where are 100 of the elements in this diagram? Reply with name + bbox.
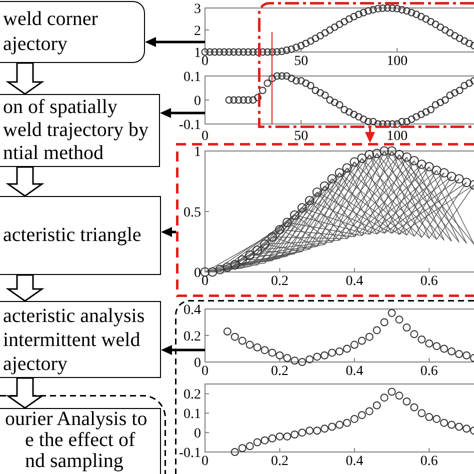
- tick-label: 50: [294, 54, 308, 69]
- point: [223, 328, 232, 336]
- point: [260, 436, 269, 444]
- point: [380, 394, 388, 402]
- point: [313, 352, 322, 361]
- point: [304, 196, 314, 206]
- point: [320, 424, 329, 433]
- point: [316, 32, 324, 40]
- point: [388, 4, 396, 12]
- point: [456, 34, 464, 42]
- point: [418, 409, 426, 418]
- point: [418, 335, 426, 344]
- point: [264, 80, 272, 87]
- point: [254, 48, 262, 56]
- point: [268, 74, 276, 82]
- point: [460, 37, 468, 45]
- point: [372, 326, 381, 334]
- tick-label: 0.2: [270, 454, 288, 469]
- point: [448, 420, 456, 429]
- scatter-plot: [204, 308, 474, 366]
- point: [288, 45, 296, 53]
- point: [215, 264, 225, 274]
- point: [297, 42, 305, 50]
- point: [328, 348, 336, 357]
- tick-label: 0.2: [270, 364, 288, 379]
- point: [455, 422, 464, 431]
- tick-label: 0.4: [346, 454, 364, 469]
- point: [422, 108, 430, 116]
- point: [216, 48, 224, 56]
- tick-label: 3: [194, 2, 201, 17]
- point: [432, 342, 441, 350]
- point: [358, 336, 366, 345]
- step-text: on of spatially weld trajectory by ntial method: [3, 96, 150, 165]
- point: [244, 48, 252, 56]
- point: [410, 403, 418, 412]
- point: [302, 80, 310, 87]
- point: [342, 418, 351, 427]
- point: [238, 336, 246, 345]
- point: [238, 255, 248, 265]
- point: [416, 160, 426, 170]
- point: [208, 267, 218, 277]
- point: [246, 340, 254, 349]
- point: [460, 82, 468, 90]
- tick-label: 0.1: [184, 70, 201, 85]
- point: [290, 210, 300, 220]
- point: [297, 203, 307, 213]
- point: [432, 414, 441, 423]
- point: [252, 246, 262, 255]
- point: [456, 86, 464, 94]
- point: [395, 316, 404, 324]
- point: [364, 150, 374, 160]
- point: [327, 174, 337, 184]
- block-arrow: [6, 166, 44, 197]
- point: [380, 146, 390, 156]
- point: [451, 32, 458, 40]
- tick-label: 0.5: [184, 206, 201, 220]
- point: [384, 120, 392, 128]
- point: [336, 420, 344, 429]
- point: [387, 146, 397, 156]
- point: [206, 48, 214, 56]
- point: [350, 414, 358, 423]
- point: [412, 113, 420, 120]
- arrow: [161, 345, 205, 355]
- point: [388, 308, 396, 317]
- point: [330, 23, 338, 31]
- point: [306, 355, 314, 364]
- tick-label: 0: [202, 274, 208, 289]
- point: [436, 98, 444, 106]
- point: [312, 86, 320, 94]
- point: [441, 96, 449, 104]
- tick-label: 1: [194, 146, 201, 160]
- point: [275, 224, 284, 234]
- point: [278, 72, 286, 80]
- tick-label: -0.1: [178, 118, 201, 133]
- point: [340, 18, 348, 26]
- point: [336, 20, 344, 28]
- tick-label: 0.4: [346, 274, 364, 289]
- point: [326, 26, 334, 34]
- point: [245, 250, 255, 260]
- point: [342, 344, 351, 353]
- tick-label: 0: [194, 94, 201, 109]
- arrow: [160, 108, 205, 118]
- point: [417, 110, 425, 118]
- point: [355, 113, 362, 120]
- point: [408, 8, 416, 16]
- dashed-frame: [0, 395, 166, 474]
- point: [230, 332, 239, 341]
- scatter-plot: [201, 4, 474, 56]
- point: [448, 347, 456, 356]
- point: [402, 152, 412, 162]
- point: [276, 432, 284, 440]
- tick-label: 2: [194, 24, 201, 39]
- point: [268, 232, 277, 242]
- tick-label: 0.1: [184, 407, 201, 422]
- point: [462, 178, 472, 188]
- point: [369, 118, 377, 126]
- point: [446, 92, 454, 99]
- point: [260, 239, 270, 249]
- point: [364, 7, 372, 15]
- point: [312, 34, 320, 42]
